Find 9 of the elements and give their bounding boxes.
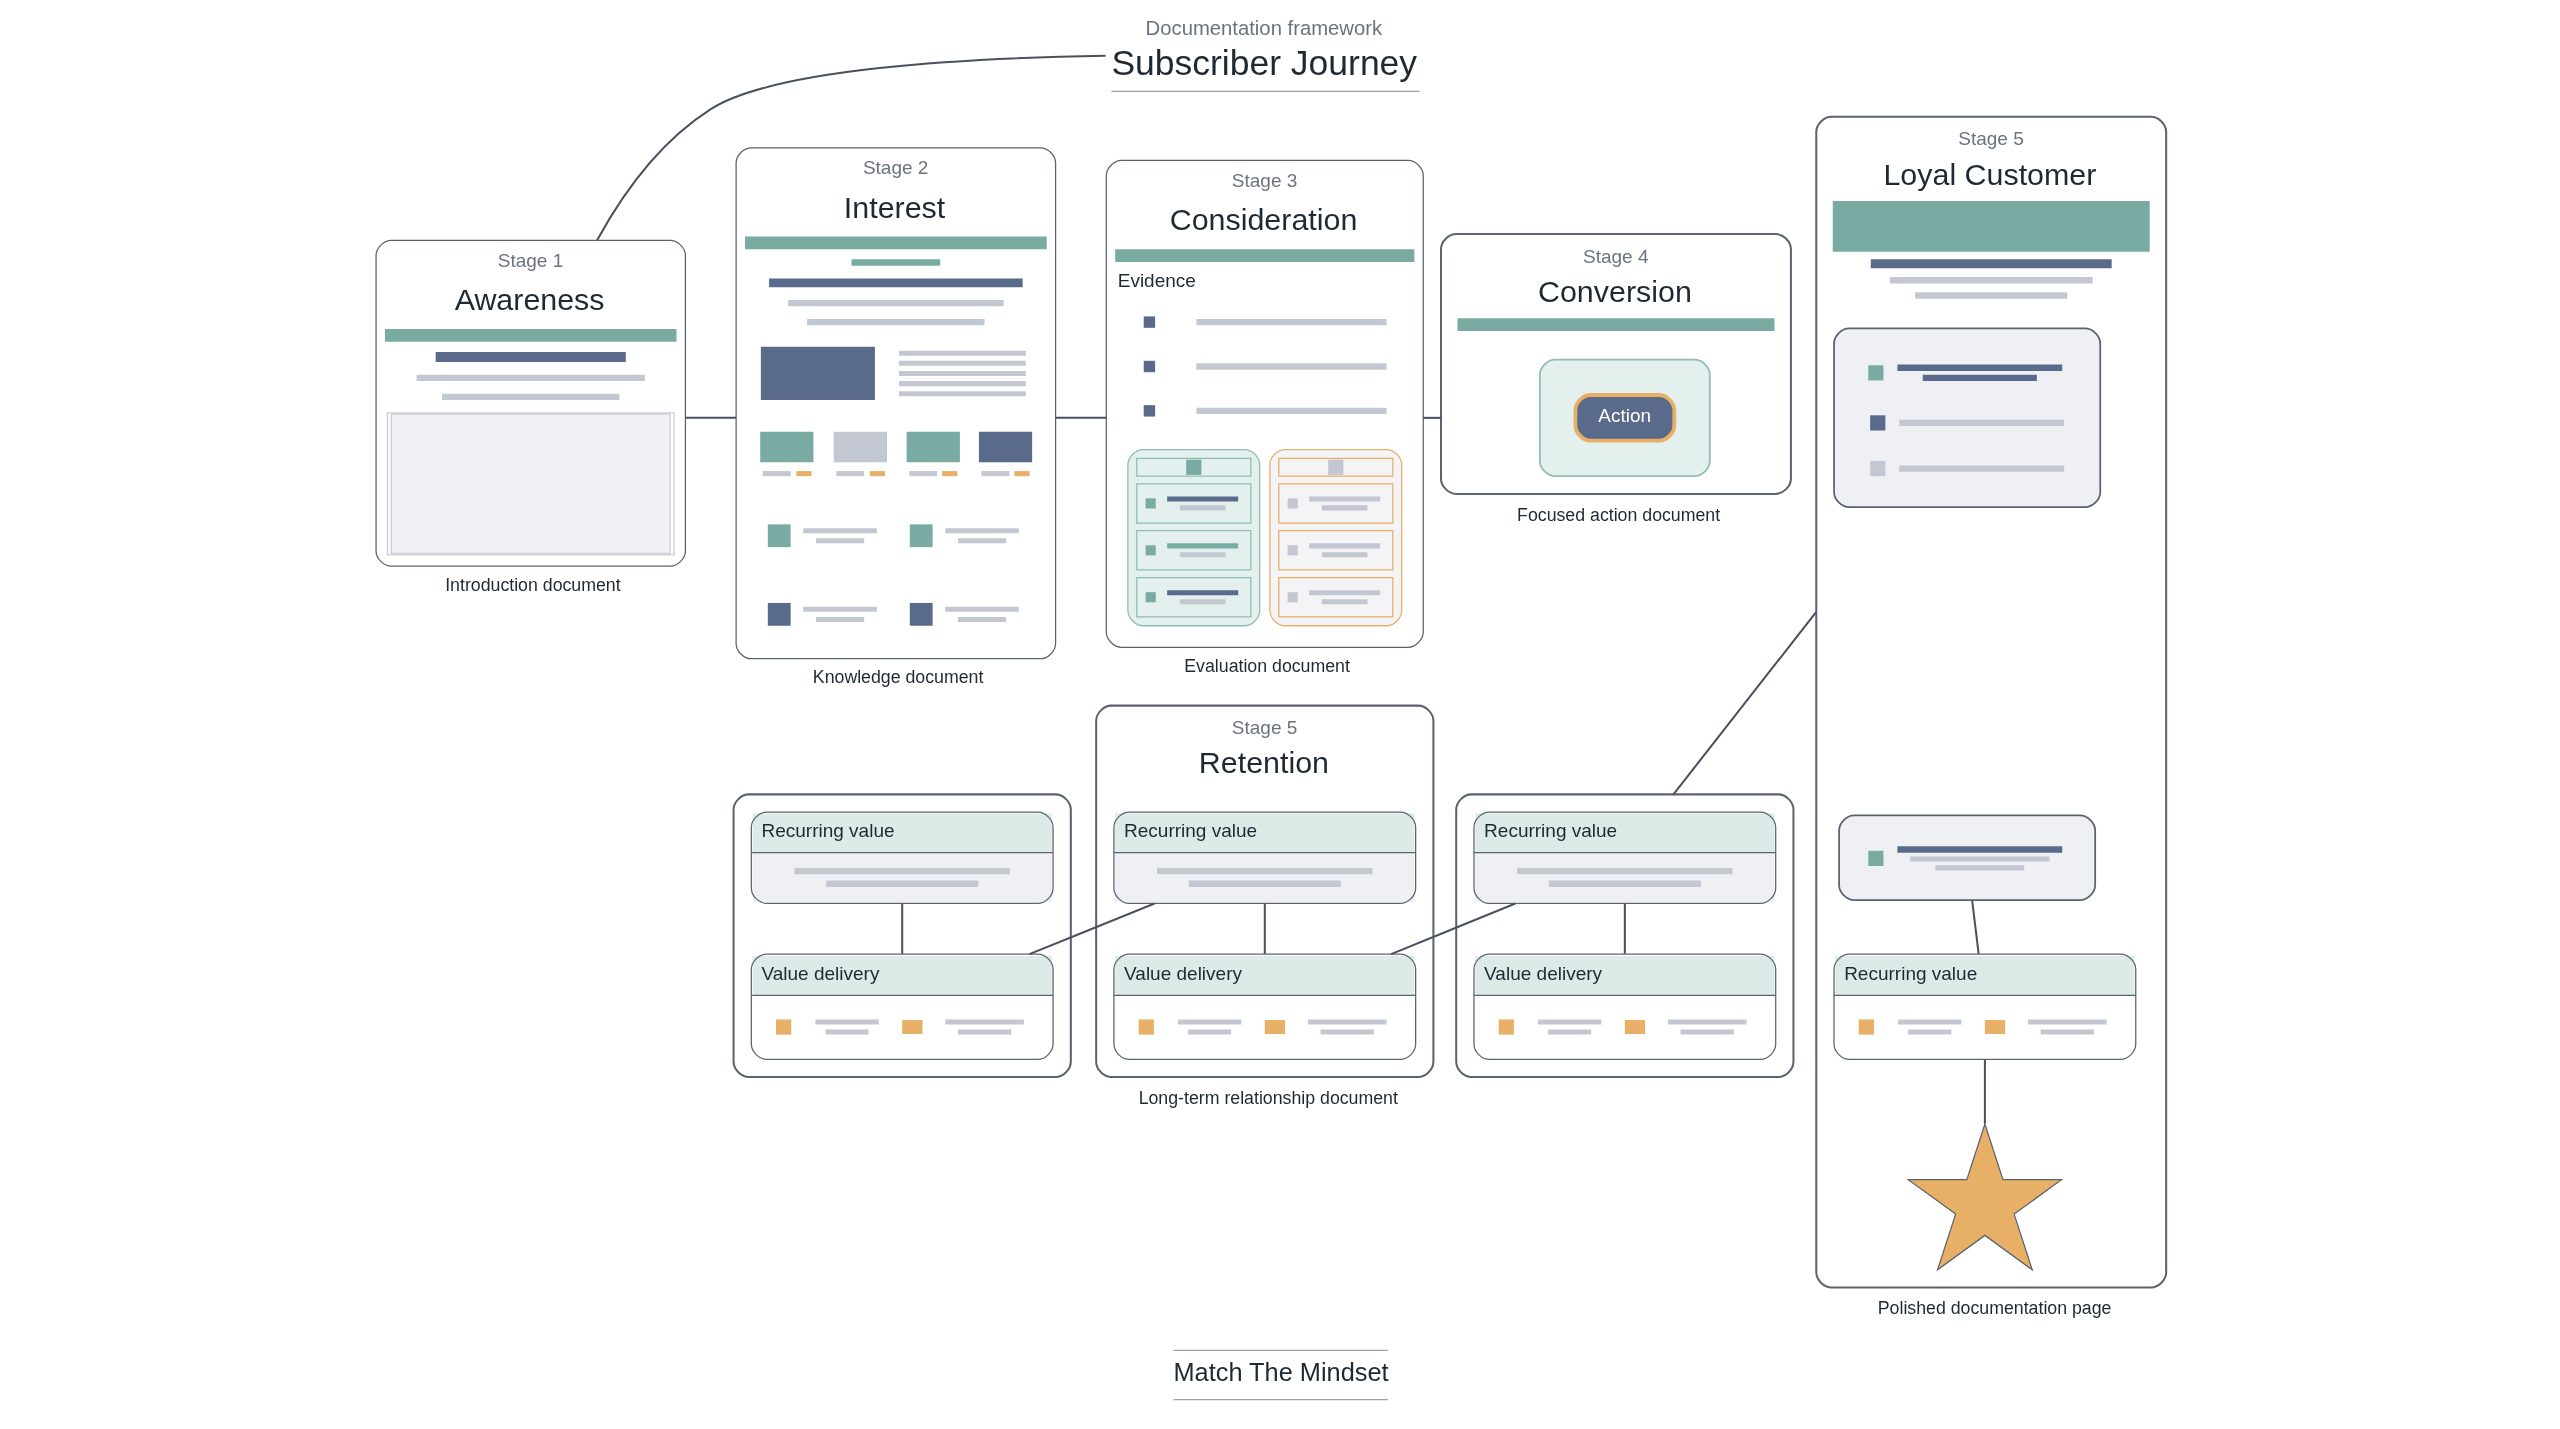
node-label: Subscriber Journey	[1111, 42, 1418, 83]
caption: Match The Mindset	[1173, 1358, 1389, 1387]
node-label: Knowledge document	[812, 667, 984, 688]
node-label: Evaluation document	[1184, 655, 1350, 676]
node-label: Introduction document	[445, 574, 621, 595]
node-label: Focused action document	[1517, 504, 1721, 525]
node-label: Long-term relationship document	[1138, 1087, 1398, 1108]
node-label: Polished documentation page	[1877, 1298, 2112, 1319]
node-label: Documentation framework	[1145, 16, 1383, 39]
